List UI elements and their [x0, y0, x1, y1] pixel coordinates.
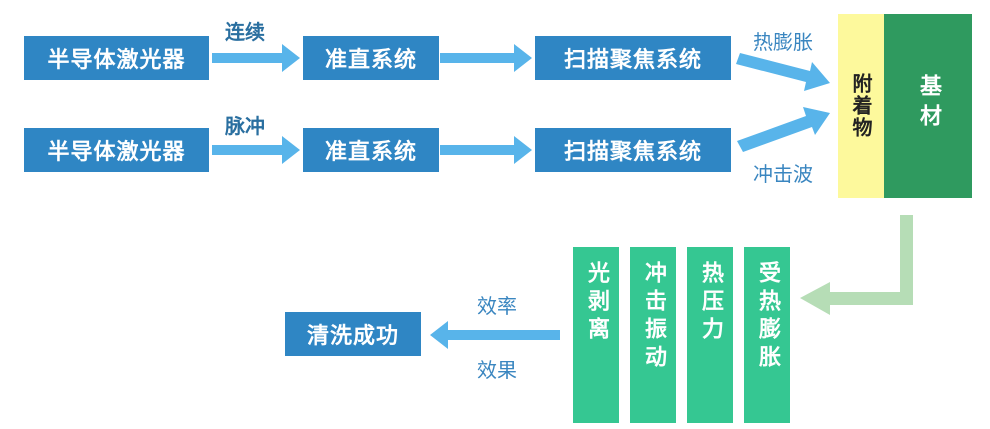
row2-collimation-box: 准直系统 [303, 128, 439, 172]
mechanism-light-peeling: 光剥离 [573, 247, 619, 423]
mechanism-thermal-pressure: 热压力 [687, 247, 733, 423]
row1-mode-label: 连续 [225, 20, 265, 44]
substrate-block: 基材 [884, 14, 972, 198]
arrow-shockwave-diagonal [737, 107, 830, 152]
arrow-row1-laser-to-collimation [212, 44, 300, 72]
row2-scanning-label: 扫描聚焦系统 [563, 140, 702, 165]
mechanism-thermal-pressure-label: 热压力 [698, 261, 723, 345]
arrow-to-success [430, 321, 560, 349]
row2-effect-label: 冲击波 [753, 162, 813, 186]
row1-scanning-box: 扫描聚焦系统 [535, 36, 731, 80]
substrate-label: 基材 [916, 74, 941, 134]
arrow-heat-expansion-diagonal [736, 53, 830, 91]
efficiency-label: 效率 [477, 294, 517, 318]
cleaning-success-box: 清洗成功 [285, 312, 421, 356]
mechanism-thermal-expansion: 受热膨胀 [744, 247, 790, 423]
row2-scanning-box: 扫描聚焦系统 [535, 128, 731, 172]
attachment-label: 附着物 [849, 73, 873, 139]
mechanism-shock-vibration-label: 冲击振动 [641, 261, 666, 373]
arrow-row2-collimation-to-scanning [440, 136, 532, 164]
row1-collimation-box: 准直系统 [303, 36, 439, 80]
row1-laser-box: 半导体激光器 [24, 36, 209, 80]
row2-collimation-label: 准直系统 [324, 140, 417, 165]
arrow-row2-laser-to-collimation [212, 136, 300, 164]
mechanism-light-peeling-label: 光剥离 [584, 261, 609, 345]
arrow-row1-collimation-to-scanning [440, 44, 532, 72]
return-arrow [800, 215, 913, 315]
row2-laser-label: 半导体激光器 [47, 140, 186, 165]
row1-effect-label: 热膨胀 [753, 30, 813, 54]
mechanism-thermal-expansion-label: 受热膨胀 [755, 261, 780, 373]
row2-mode-label: 脉冲 [225, 114, 265, 138]
row1-collimation-label: 准直系统 [324, 48, 417, 73]
row2-laser-box: 半导体激光器 [24, 128, 209, 172]
effect-label: 效果 [477, 358, 517, 382]
row1-scanning-label: 扫描聚焦系统 [563, 48, 702, 73]
row1-laser-label: 半导体激光器 [47, 48, 186, 73]
cleaning-success-label: 清洗成功 [306, 324, 399, 349]
mechanism-shock-vibration: 冲击振动 [630, 247, 676, 423]
attachment-layer: 附着物 [838, 14, 884, 198]
